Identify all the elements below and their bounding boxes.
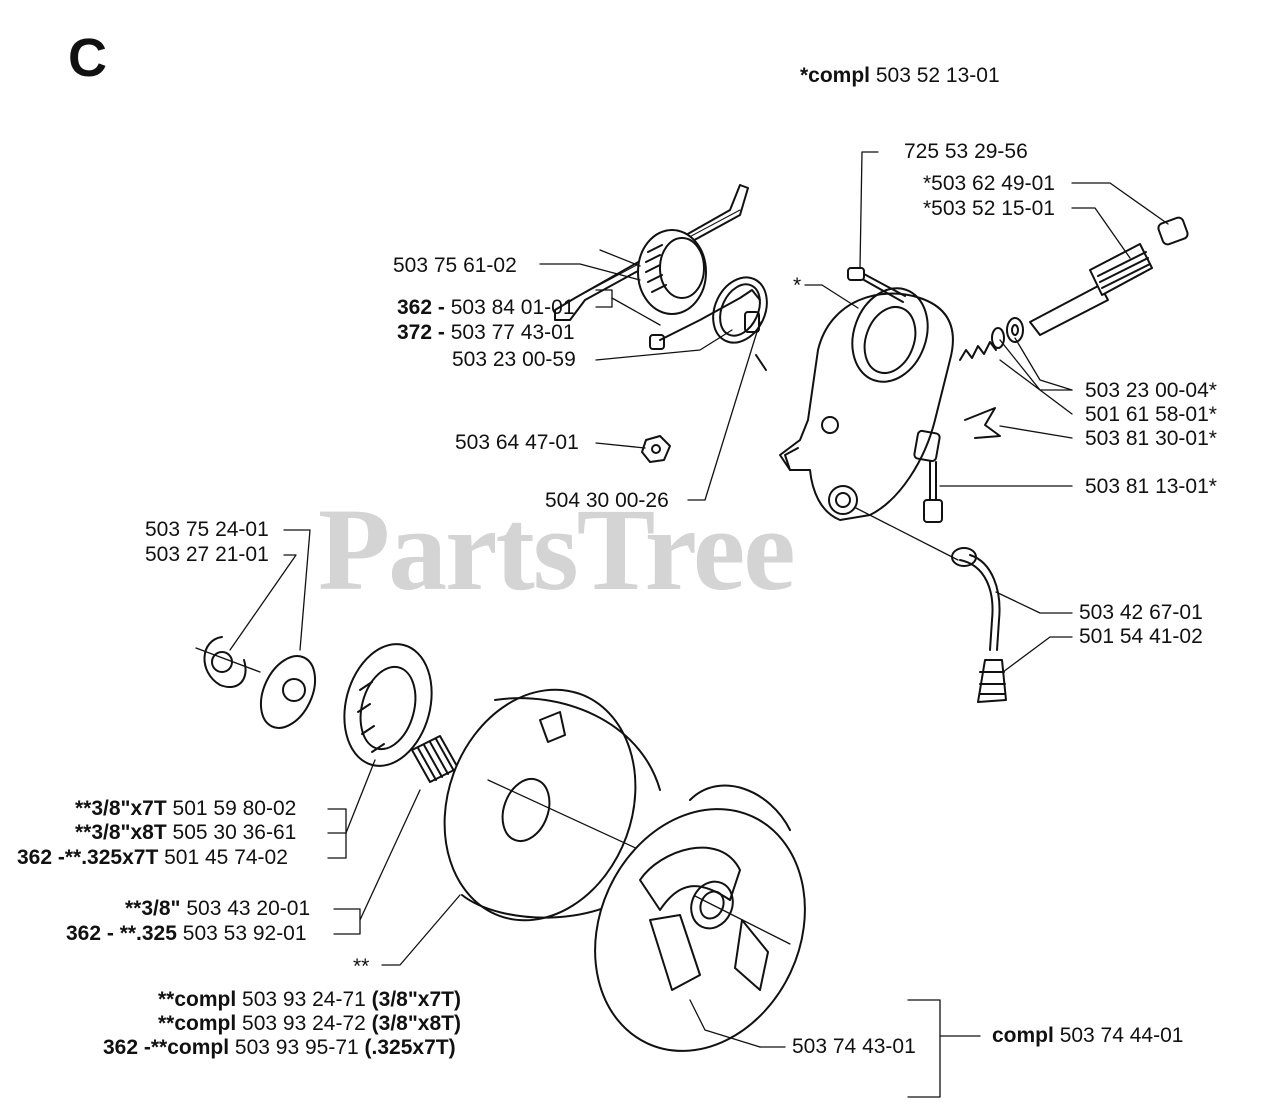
label-star: * <box>793 274 802 297</box>
lock-washer-part <box>195 636 261 688</box>
guide-plate-part <box>554 184 749 321</box>
oil-pump-housing-part <box>779 287 954 521</box>
pump-shaft-part <box>1029 216 1189 336</box>
seal-ring-part <box>712 276 768 344</box>
watermark: PartsTree <box>318 484 796 615</box>
label-503-64-47-01: 503 64 47-01 <box>455 431 579 454</box>
label-503-52-15-01: *503 52 15-01 <box>923 197 1055 220</box>
label-bearing-3-8: **3/8" 503 43 20-01 <box>125 897 311 920</box>
label-362-503-84-01-01: 362 - 503 84 01-01 <box>397 296 575 319</box>
label-sprocket-3-8-8t: **3/8"x8T 505 30 36-61 <box>75 821 297 844</box>
spring-washers-part <box>959 317 1024 361</box>
label-503-23-00-04: 503 23 00-04* <box>1085 379 1217 402</box>
label-sprocket-325-7t: 362 -**.325x7T 501 45 74-02 <box>17 846 288 869</box>
screw-part <box>847 267 906 303</box>
label-compl-3-8-8t: **compl 503 93 24-72 (3/8"x8T) <box>158 1012 461 1035</box>
label-sprocket-3-8-7t: **3/8"x7T 501 59 80-02 <box>75 797 297 820</box>
label-372-503-77-43-01: 372 - 503 77 43-01 <box>397 321 575 344</box>
label-503-81-13-01: 503 81 13-01* <box>1085 475 1217 498</box>
label-double-star: ** <box>353 955 370 978</box>
nut-part <box>641 435 671 463</box>
leader-lines <box>229 151 1169 1098</box>
clutch-drum-part <box>443 688 661 922</box>
label-503-23-00-59: 503 23 00-59 <box>452 348 576 371</box>
label-503-27-21-01: 503 27 21-01 <box>145 543 269 566</box>
label-compl-bottom: compl 503 74 44-01 <box>992 1024 1184 1047</box>
sprocket-rim-part <box>343 643 433 767</box>
label-compl-3-8-7t: **compl 503 93 24-71 (3/8"x7T) <box>158 988 461 1011</box>
label-503-75-61-02: 503 75 61-02 <box>393 254 517 277</box>
section-letter: C <box>68 28 107 88</box>
label-bearing-325: 362 - **.325 503 53 92-01 <box>66 922 307 945</box>
label-503-42-67-01: 503 42 67-01 <box>1079 601 1203 624</box>
clutch-part <box>594 784 806 1052</box>
label-compl-top: *compl 503 52 13-01 <box>800 64 1000 87</box>
label-503-62-49-01: *503 62 49-01 <box>923 172 1055 195</box>
label-501-54-41-02: 501 54 41-02 <box>1079 625 1203 648</box>
washer-part <box>259 655 317 729</box>
label-compl-325-7t: 362 -**compl 503 93 95-71 (.325x7T) <box>103 1036 456 1059</box>
label-503-81-30-01: 503 81 30-01* <box>1085 427 1217 450</box>
label-504-30-00-26: 504 30 00-26 <box>545 489 669 512</box>
oil-pipe-part <box>649 289 767 371</box>
adjust-screw-part <box>923 461 943 523</box>
label-501-61-58-01: 501 61 58-01* <box>1085 403 1217 426</box>
label-503-75-24-01: 503 75 24-01 <box>145 518 269 541</box>
label-503-74-43-01: 503 74 43-01 <box>792 1035 916 1058</box>
oil-hose-part <box>951 547 1007 703</box>
needle-bearing-part <box>411 735 459 783</box>
label-725-53-29-56: 725 53 29-56 <box>904 140 1028 163</box>
clip-part <box>964 407 1001 439</box>
